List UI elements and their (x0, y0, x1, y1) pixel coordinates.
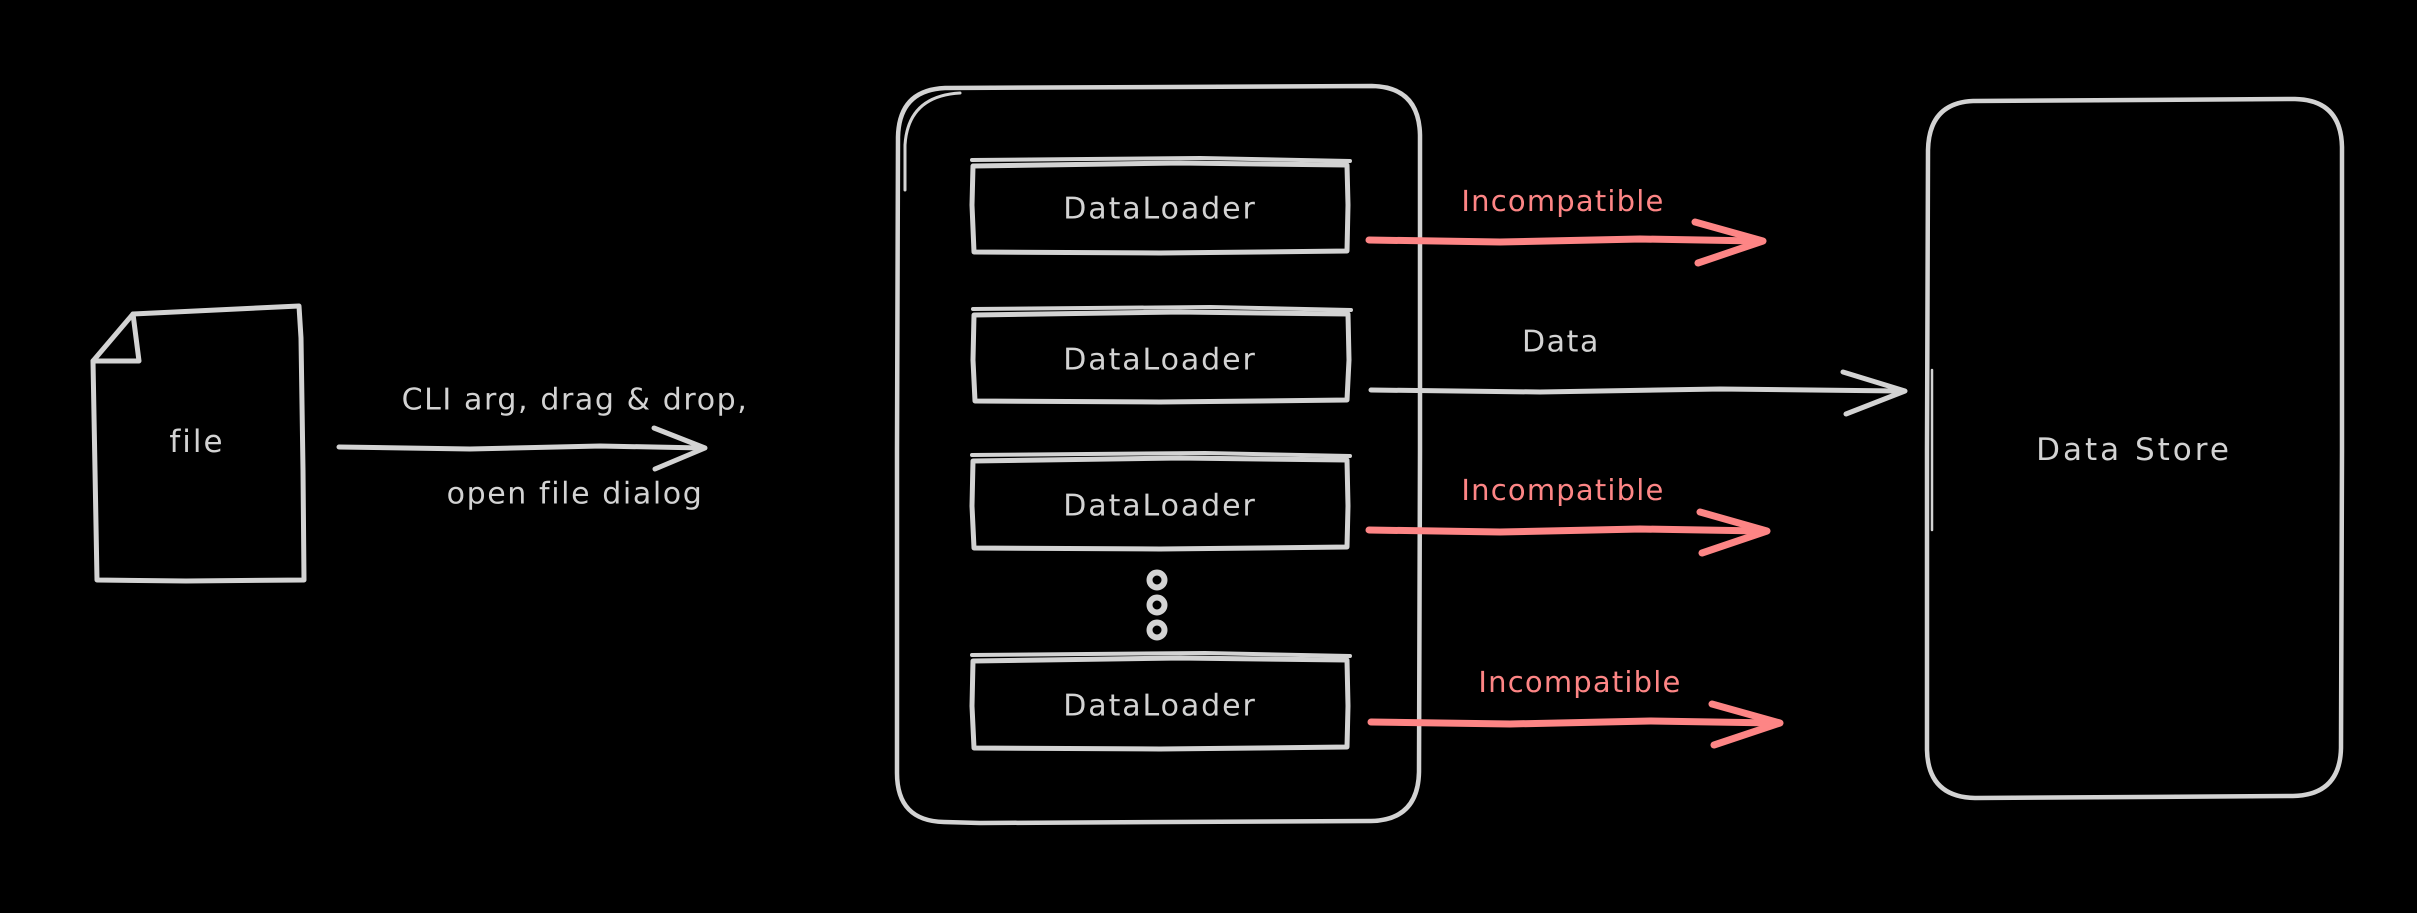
loader-group-container[interactable] (894, 83, 1423, 826)
loader-group-outline-sketch-overlay (903, 91, 962, 192)
dataloader-box-2-outline (970, 309, 1352, 405)
dataloader-label-1: DataLoader (1063, 191, 1257, 227)
dataloader-box-1[interactable] (969, 155, 1352, 256)
ellipsis-dot-3 (1146, 619, 1168, 641)
vertical-ellipsis-icon (1146, 569, 1168, 641)
edge-incompatible-3 (1367, 700, 1784, 749)
edge-file-to-loaders-label-line2: open file dialog (446, 476, 704, 512)
dataloader-box-3-outline-sketch (970, 450, 1352, 458)
data-store-node[interactable] (1924, 96, 2345, 801)
dataloader-box-4-outline-sketch (970, 650, 1352, 658)
edge-incompatible-1 (1365, 218, 1767, 267)
edge-incompatible-1-arrowhead (1691, 218, 1767, 267)
data-store-label: Data Store (2036, 432, 2232, 468)
dataloader-box-1-outline-sketch (970, 155, 1352, 163)
dataloader-box-3-outline (969, 455, 1351, 552)
edge-incompatible-2-line (1365, 525, 1766, 536)
dataloader-box-2-outline-sketch (971, 304, 1353, 312)
edge-file-to-loaders (336, 425, 708, 472)
dataloader-box-1-outline (969, 160, 1351, 256)
edge-data-line (1368, 386, 1903, 395)
loader-group-outline (894, 83, 1423, 826)
edge-data-arrowhead (1840, 369, 1908, 417)
file-page-outline (90, 303, 307, 584)
edge-label-data: Data (1521, 324, 1601, 360)
ellipsis-dot-1 (1146, 569, 1168, 591)
dataloader-box-2[interactable] (970, 304, 1353, 405)
dataloader-label-2: DataLoader (1063, 342, 1257, 378)
edge-file-to-loaders-label-line1: CLI arg, drag & drop, (401, 382, 749, 418)
file-label: file (169, 424, 225, 460)
edge-label-incompatible-2: Incompatible (1461, 473, 1665, 507)
dataloader-box-4[interactable] (969, 650, 1352, 752)
edge-file-to-loaders-line (336, 443, 706, 452)
edge-data (1368, 369, 1908, 417)
edge-label-incompatible-3: Incompatible (1478, 665, 1682, 699)
ellipsis-dot-2 (1146, 594, 1168, 616)
edge-incompatible-1-line (1365, 235, 1762, 246)
dataloader-box-4-outline (969, 655, 1351, 752)
file-node[interactable] (90, 303, 307, 584)
dataloader-label-4: DataLoader (1063, 688, 1257, 724)
edge-incompatible-2 (1365, 508, 1771, 557)
dataloader-box-3[interactable] (969, 450, 1352, 552)
edge-label-incompatible-1: Incompatible (1461, 184, 1665, 218)
data-store-outline (1924, 96, 2345, 801)
edge-incompatible-3-arrowhead (1708, 700, 1784, 749)
file-corner-fold (90, 311, 142, 364)
edge-file-to-loaders-arrowhead (651, 425, 708, 472)
edge-incompatible-3-line (1367, 717, 1779, 728)
edge-incompatible-2-arrowhead (1696, 508, 1771, 557)
dataloader-label-3: DataLoader (1063, 488, 1257, 524)
